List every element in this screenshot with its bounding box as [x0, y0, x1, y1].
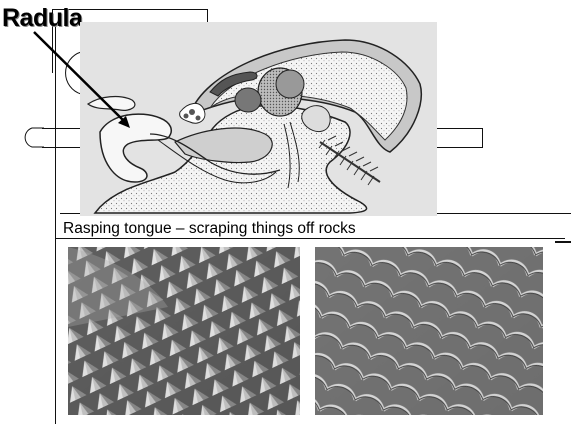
radula-teeth-sem-photo-right	[315, 247, 543, 415]
slide-caption: Rasping tongue – scraping things off roc…	[63, 220, 356, 238]
pointer-arrow	[0, 0, 160, 140]
radula-teeth-sem-photo-left	[68, 247, 300, 415]
